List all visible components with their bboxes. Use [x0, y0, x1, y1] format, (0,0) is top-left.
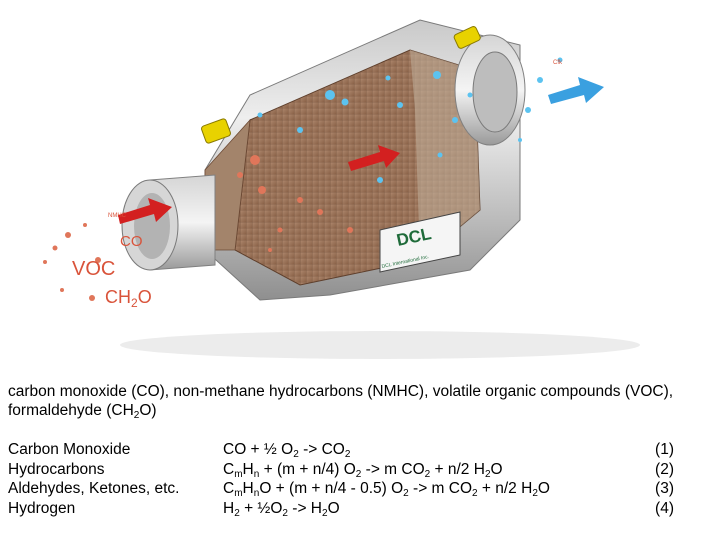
catalytic-converter-illustration: DCL DCL International Inc. NMHC Cfk CO V… [0, 0, 720, 370]
reaction-row: Carbon Monoxide CO + ½ O2 -> CO2 (1) [8, 440, 708, 460]
pollutant-ch2o: CH2O [105, 287, 152, 310]
reaction-name: Carbon Monoxide [8, 440, 130, 460]
pollutant-caption: carbon monoxide (CO), non-methane hydroc… [8, 382, 708, 420]
caption-text-end: O) [139, 402, 156, 419]
reaction-row: Aldehydes, Ketones, etc. CmHnO + (m + n/4… [8, 479, 708, 499]
ground-shadow [120, 331, 640, 359]
inlet-label: NMHC [108, 213, 127, 219]
outlet-flow-arrow [548, 77, 604, 104]
outlet-label: Cfk [553, 60, 563, 66]
reaction-number: (3) [655, 479, 674, 499]
reaction-number: (4) [655, 499, 674, 519]
reaction-name: Hydrocarbons [8, 460, 105, 480]
outlet-opening [473, 52, 517, 132]
reaction-number: (1) [655, 440, 674, 460]
reaction-equation: CmHnO + (m + n/4 - 0.5) O2 -> m CO2 + n/… [223, 479, 550, 499]
caption-text: carbon monoxide (CO), non-methane hydroc… [8, 383, 673, 419]
pollutant-voc: VOC [72, 258, 115, 280]
reaction-equation: H2 + ½O2 -> H2O [223, 499, 340, 519]
reaction-name: Hydrogen [8, 499, 75, 519]
reaction-equation: CmHn + (m + n/4) O2 -> m CO2 + n/2 H2O [223, 460, 503, 480]
reaction-number: (2) [655, 460, 674, 480]
reaction-row: Hydrogen H2 + ½O2 -> H2O (4) [8, 499, 708, 519]
pollutant-co: CO [120, 233, 143, 250]
reaction-row: Hydrocarbons CmHn + (m + n/4) O2 -> m CO2… [8, 460, 708, 480]
reaction-name: Aldehydes, Ketones, etc. [8, 479, 179, 499]
reaction-equation: CO + ½ O2 -> CO2 [223, 440, 350, 460]
